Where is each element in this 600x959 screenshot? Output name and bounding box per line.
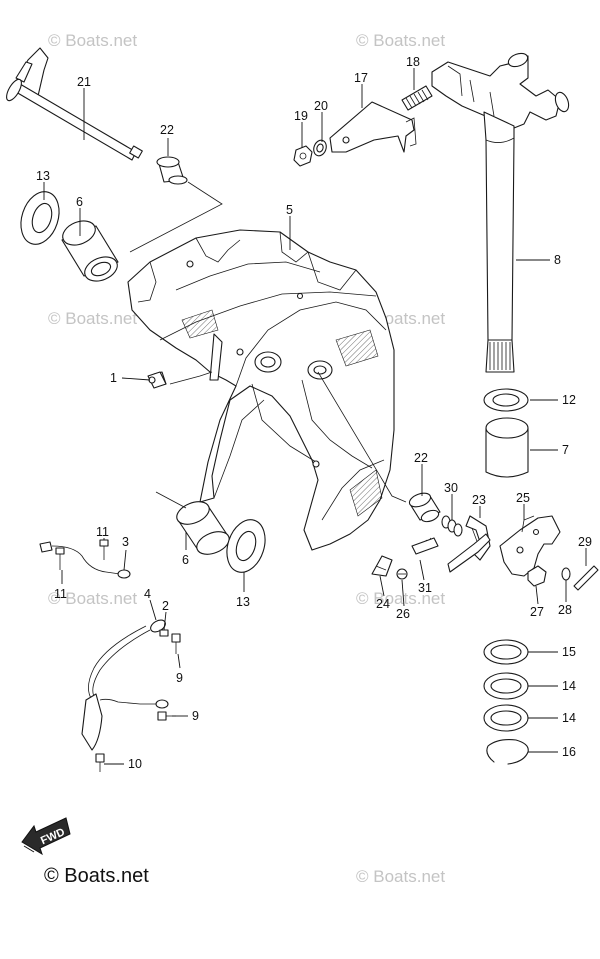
callout-11: 11 xyxy=(96,525,109,539)
part-24-clip xyxy=(371,555,393,577)
guide-line xyxy=(169,371,213,385)
part-19-nut xyxy=(293,145,313,167)
part-10-bolt xyxy=(95,753,105,772)
part-9-bolt-a xyxy=(171,633,181,654)
part-17-plate xyxy=(329,101,417,153)
callout-13: 13 xyxy=(236,595,250,609)
callout-6: 6 xyxy=(76,195,83,209)
callout-18: 18 xyxy=(406,55,420,69)
part-6-bushing-lower xyxy=(176,501,230,555)
watermark: © Boats.net xyxy=(356,31,445,50)
callout-22: 22 xyxy=(414,451,428,465)
callout-29: 29 xyxy=(578,535,592,549)
part-7-bushing xyxy=(485,417,529,478)
callout-30: 30 xyxy=(444,481,458,495)
callout-13: 13 xyxy=(36,169,50,183)
watermark: © Boats.net xyxy=(48,309,137,328)
callout-20: 20 xyxy=(314,99,328,113)
callout-1: 1 xyxy=(110,371,117,385)
callout-4: 4 xyxy=(144,587,151,601)
part-29-pin xyxy=(573,565,599,591)
callout-23: 23 xyxy=(472,493,486,507)
callout-14: 14 xyxy=(562,711,576,725)
callout-21: 21 xyxy=(77,75,91,89)
callout-10: 10 xyxy=(128,757,142,771)
callout-2: 2 xyxy=(162,599,169,613)
part-14-washer-b xyxy=(483,704,529,732)
callout-6: 6 xyxy=(182,553,189,567)
part-6-bushing-top xyxy=(61,220,119,282)
part-16-snap-ring xyxy=(486,739,529,765)
part-8-steering-shaft xyxy=(431,52,570,373)
part-21-shaft xyxy=(6,47,143,161)
part-13-washer-top xyxy=(20,191,60,245)
callout-12: 12 xyxy=(562,393,576,407)
callout-9: 9 xyxy=(192,709,199,723)
callout-16: 16 xyxy=(562,745,576,759)
part-26-screw xyxy=(396,568,408,580)
callout-9: 9 xyxy=(176,671,183,685)
callout-11: 11 xyxy=(54,587,67,601)
part-30-spring xyxy=(441,515,463,537)
part-5-swivel-bracket xyxy=(127,229,395,551)
part-4-ground-wire xyxy=(81,619,169,751)
callout-7: 7 xyxy=(562,443,569,457)
callout-14: 14 xyxy=(562,679,576,693)
guide-line xyxy=(317,371,407,503)
callout-15: 15 xyxy=(562,645,576,659)
callout-25: 25 xyxy=(516,491,530,505)
part-22-bushing-lower xyxy=(408,492,441,523)
part-22-bushing-top xyxy=(156,156,188,185)
callout-19: 19 xyxy=(294,109,308,123)
watermark: © Boats.net xyxy=(356,867,445,886)
callout-labels: 21 22 13 6 5 1 17 18 19 20 8 12 7 22 30 … xyxy=(36,55,592,771)
part-15-washer xyxy=(483,639,529,665)
guide-line xyxy=(155,491,187,509)
part-3-ground-wire xyxy=(39,541,131,579)
part-1-grease-fitting xyxy=(147,371,167,389)
callout-8: 8 xyxy=(554,253,561,267)
callout-22: 22 xyxy=(160,123,174,137)
part-14-washer-a xyxy=(483,672,529,700)
part-18-stud-bolt xyxy=(401,85,433,111)
part-20-washer xyxy=(313,139,327,157)
part-13-washer-lower xyxy=(226,519,266,573)
watermark: © Boats.net xyxy=(48,589,137,608)
part-11-bolt-a xyxy=(99,539,109,560)
callout-5: 5 xyxy=(286,203,293,217)
callout-31: 31 xyxy=(418,581,432,595)
watermark: © Boats.net xyxy=(48,31,137,50)
part-12-washer xyxy=(483,388,529,412)
guide-line xyxy=(129,181,223,253)
callout-28: 28 xyxy=(558,603,572,617)
leader-lines xyxy=(43,68,587,765)
part-31-spring-rod xyxy=(411,533,491,573)
watermark: © Boats.net xyxy=(356,589,445,608)
part-11-bolt-b xyxy=(55,547,65,570)
part-2-bolt xyxy=(159,629,169,637)
callout-24: 24 xyxy=(376,597,390,611)
fwd-arrow-icon: FWD xyxy=(21,817,71,856)
callout-27: 27 xyxy=(530,605,544,619)
part-27-nut xyxy=(527,565,547,587)
part-25-lever xyxy=(499,515,561,577)
callout-26: 26 xyxy=(396,607,410,621)
callout-17: 17 xyxy=(354,71,368,85)
callout-3: 3 xyxy=(122,535,129,549)
part-28-washer xyxy=(561,567,571,581)
brand-mark: © Boats.net xyxy=(44,865,149,887)
